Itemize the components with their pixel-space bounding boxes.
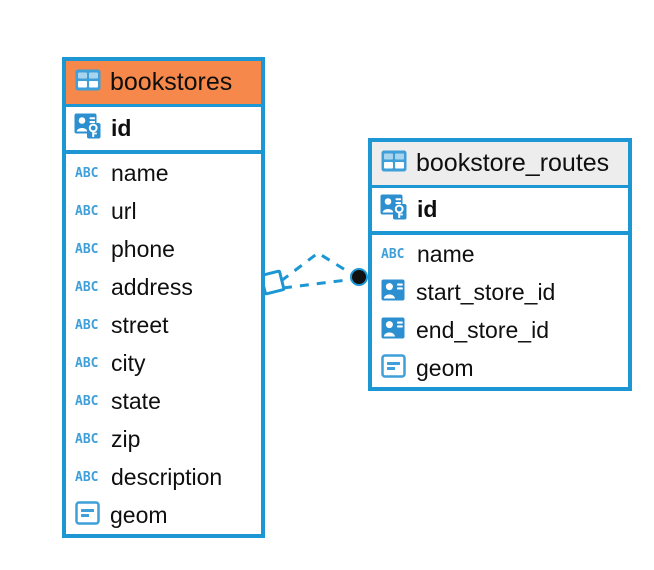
abc-text-icon: ABC — [75, 203, 99, 219]
primary-key-icon — [380, 194, 407, 225]
relationship-line-upper — [280, 251, 356, 283]
abc-text-icon: ABC — [75, 355, 99, 371]
field-label: street — [111, 311, 169, 338]
abc-text-icon: ABC — [75, 279, 99, 295]
geometry-icon — [381, 353, 406, 383]
primary-key-label: id — [417, 196, 438, 222]
relationship-line-lower — [282, 277, 356, 290]
field-row-zip[interactable]: ABC zip — [66, 420, 261, 458]
field-row-description[interactable]: ABC description — [66, 458, 261, 496]
field-label: end_store_id — [416, 316, 549, 343]
field-row-url[interactable]: ABC url — [66, 192, 261, 230]
abc-text-icon: ABC — [75, 431, 99, 447]
field-label: geom — [110, 501, 168, 528]
field-label: url — [111, 197, 137, 224]
entity-primary-key-row[interactable]: id — [66, 107, 261, 154]
abc-text-icon: ABC — [75, 393, 99, 409]
abc-text-icon: ABC — [381, 246, 405, 262]
field-label: name — [111, 159, 169, 186]
geometry-icon — [75, 500, 100, 530]
entity-table-bookstores[interactable]: bookstores id — [62, 57, 265, 538]
field-label: phone — [111, 235, 175, 262]
entity-title: bookstores — [110, 68, 233, 96]
field-label: start_store_id — [416, 278, 556, 305]
field-label: address — [111, 273, 193, 300]
field-row-name[interactable]: ABC name — [66, 154, 261, 192]
primary-key-icon — [74, 113, 101, 144]
primary-key-label: id — [111, 115, 132, 141]
field-row-geom[interactable]: geom — [66, 496, 261, 534]
field-row-name[interactable]: ABC name — [372, 235, 628, 273]
field-label: zip — [111, 425, 141, 452]
field-row-street[interactable]: ABC street — [66, 306, 261, 344]
field-label: description — [111, 463, 223, 490]
field-row-end-store-id[interactable]: end_store_id — [372, 311, 628, 349]
field-row-city[interactable]: ABC city — [66, 344, 261, 382]
field-row-state[interactable]: ABC state — [66, 382, 261, 420]
entity-title: bookstore_routes — [416, 149, 610, 177]
foreign-key-icon — [381, 279, 406, 306]
field-row-phone[interactable]: ABC phone — [66, 230, 261, 268]
field-row-geom[interactable]: geom — [372, 349, 628, 387]
abc-text-icon: ABC — [75, 317, 99, 333]
relationship-circle-marker — [350, 268, 368, 286]
foreign-key-icon — [381, 317, 406, 344]
entity-header[interactable]: bookstore_routes — [372, 142, 628, 188]
table-icon — [381, 150, 407, 177]
entity-primary-key-row[interactable]: id — [372, 188, 628, 235]
field-label: name — [417, 240, 475, 267]
field-row-start-store-id[interactable]: start_store_id — [372, 273, 628, 311]
abc-text-icon: ABC — [75, 469, 99, 485]
field-label: state — [111, 387, 161, 414]
table-icon — [75, 69, 101, 96]
abc-text-icon: ABC — [75, 165, 99, 181]
field-label: geom — [416, 354, 474, 381]
entity-table-bookstore-routes[interactable]: bookstore_routes id — [368, 138, 632, 391]
field-label: city — [111, 349, 146, 376]
field-row-address[interactable]: ABC address — [66, 268, 261, 306]
abc-text-icon: ABC — [75, 241, 99, 257]
entity-header[interactable]: bookstores — [66, 61, 261, 107]
